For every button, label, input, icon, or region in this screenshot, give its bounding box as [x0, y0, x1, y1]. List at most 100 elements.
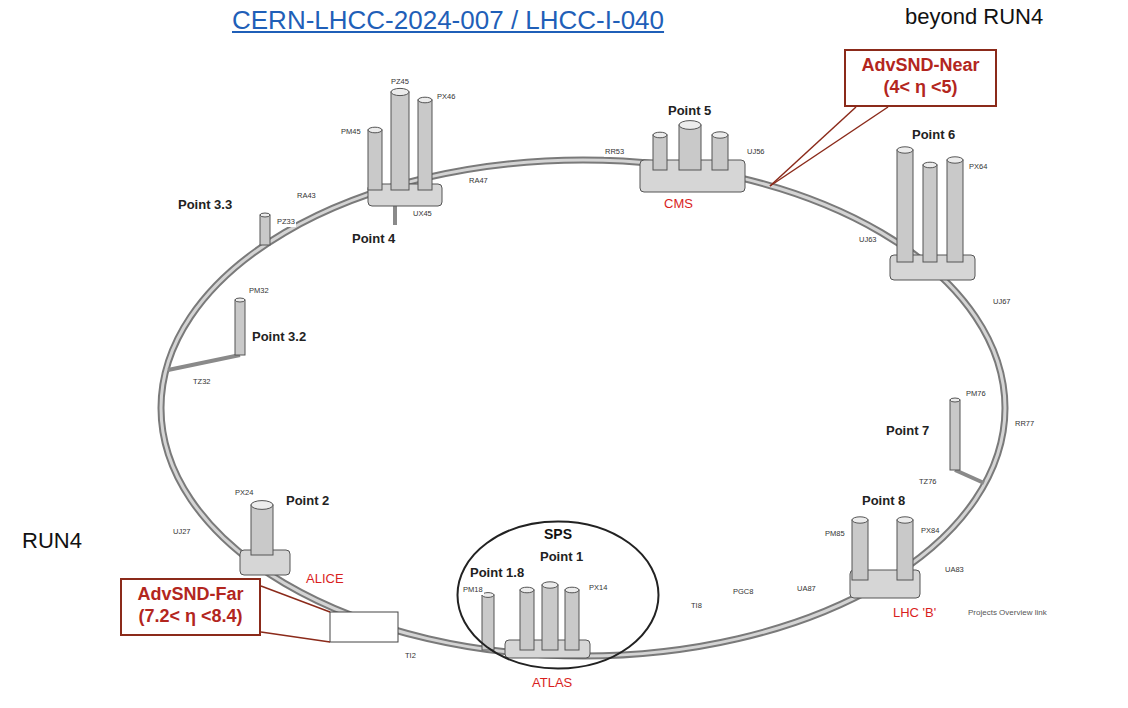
point-label: Point 4 — [352, 232, 395, 247]
access-shaft — [852, 520, 868, 580]
access-shaft — [950, 400, 960, 470]
footer-note: Projects Overview link — [968, 608, 1047, 617]
shaft-top — [950, 398, 960, 402]
point-label: Point 7 — [886, 424, 929, 439]
node-heading: AdvSND-Near — [860, 55, 981, 77]
structure-code: UJ27 — [172, 528, 192, 537]
shaft-top — [251, 501, 273, 510]
access-shaft — [947, 160, 963, 262]
access-shaft — [679, 125, 701, 170]
structure-code: PM85 — [824, 530, 846, 539]
node-heading: SPS — [456, 520, 660, 542]
experiment-name: ATLAS — [532, 676, 572, 691]
leader-line — [770, 107, 888, 186]
access-shaft — [251, 505, 273, 555]
experiment-name: ALICE — [306, 572, 344, 587]
shaft-top — [565, 587, 579, 593]
node-subtext: (4< η <5) — [860, 77, 981, 99]
structure-code: UJ63 — [858, 236, 878, 245]
shaft-top — [418, 97, 432, 103]
far-location-marker — [330, 612, 398, 642]
ellipse-shape — [458, 522, 659, 669]
access-shaft — [235, 300, 245, 355]
structure-code: RR77 — [1014, 420, 1035, 429]
structure-code: PX46 — [436, 93, 456, 102]
experiment-name: LHC 'B' — [893, 606, 936, 621]
node-subtext: (7.2< η <8.4) — [136, 606, 245, 628]
access-shaft — [897, 150, 913, 262]
access-shaft — [897, 520, 913, 580]
structure-code: RR53 — [604, 148, 625, 157]
shaft-top — [679, 121, 701, 130]
shaft-top — [520, 587, 534, 593]
point-label: Point 3.3 — [178, 198, 232, 213]
access-shaft — [368, 130, 382, 190]
structure-code: UA87 — [796, 585, 817, 594]
point-label: Point 5 — [668, 104, 711, 119]
structure-code: RA43 — [296, 192, 317, 201]
shaft-top — [923, 162, 937, 168]
structure-code: PX24 — [234, 489, 254, 498]
access-shaft — [260, 215, 270, 245]
access-shaft — [418, 100, 432, 190]
access-shaft — [542, 585, 558, 650]
structure-code: PM45 — [340, 128, 362, 137]
structure-code: PX64 — [968, 163, 988, 172]
structure-code: TI8 — [690, 602, 703, 611]
access-shaft — [520, 590, 534, 650]
access-shaft — [653, 135, 667, 170]
shaft-top — [542, 582, 558, 588]
shaft-top — [897, 147, 913, 153]
point-label: Point 3.2 — [252, 330, 306, 345]
structure-code: UX45 — [412, 210, 433, 219]
shaft-top — [368, 127, 382, 133]
leader-line — [261, 586, 330, 612]
document-reference: CERN-LHCC-2024-007 / LHCC-I-040 — [232, 6, 664, 36]
shaft-top — [712, 132, 728, 138]
structure-code: PX84 — [920, 527, 940, 536]
structure-code: PM76 — [965, 390, 987, 399]
structure-code: TZ76 — [918, 478, 938, 487]
shaft-top — [852, 517, 868, 523]
access-shaft — [482, 595, 494, 650]
lhc-tunnel-ring — [161, 160, 1005, 656]
structure-code: PM18 — [462, 586, 484, 595]
shaft-top — [260, 213, 270, 217]
point-label: Point 8 — [862, 494, 905, 509]
structure-code: UJ56 — [746, 148, 766, 157]
structure-code: PZ33 — [276, 218, 296, 227]
structure-code: TI2 — [404, 652, 417, 661]
structure-code: PM32 — [248, 287, 270, 296]
detector-location-box: AdvSND-Far(7.2< η <8.4) — [120, 578, 261, 636]
access-tunnel — [393, 205, 397, 225]
structure-code: RA47 — [468, 177, 489, 186]
shaft-top — [897, 517, 913, 523]
access-shaft — [565, 590, 579, 650]
point-label: Point 1.8 — [470, 566, 524, 581]
access-shaft — [391, 92, 409, 190]
accelerator-ellipse: SPS — [456, 520, 660, 670]
shaft-top — [235, 298, 245, 302]
structure-code: UJ67 — [992, 298, 1012, 307]
access-tunnel — [955, 470, 984, 483]
run-label: beyond RUN4 — [905, 4, 1043, 29]
shaft-top — [653, 132, 667, 138]
access-shaft — [712, 135, 728, 170]
lhc-tunnel-inner — [161, 160, 1005, 656]
shaft-top — [947, 157, 963, 163]
experiment-name: CMS — [664, 197, 693, 212]
point-label: Point 2 — [286, 494, 329, 509]
detector-location-box: AdvSND-Near(4< η <5) — [844, 49, 997, 107]
node-heading: AdvSND-Far — [136, 584, 245, 606]
structure-code: PX14 — [588, 584, 608, 593]
shaft-top — [482, 593, 494, 598]
shaft-top — [391, 88, 409, 95]
structure-code: TZ32 — [192, 378, 212, 387]
access-tunnel — [168, 355, 240, 370]
access-shaft — [923, 165, 937, 262]
structure-code: UA83 — [944, 566, 965, 575]
ellipse-outline — [456, 520, 660, 670]
leader-line — [261, 632, 330, 642]
leader-line — [770, 107, 856, 186]
structure-code: PGC8 — [732, 588, 754, 597]
